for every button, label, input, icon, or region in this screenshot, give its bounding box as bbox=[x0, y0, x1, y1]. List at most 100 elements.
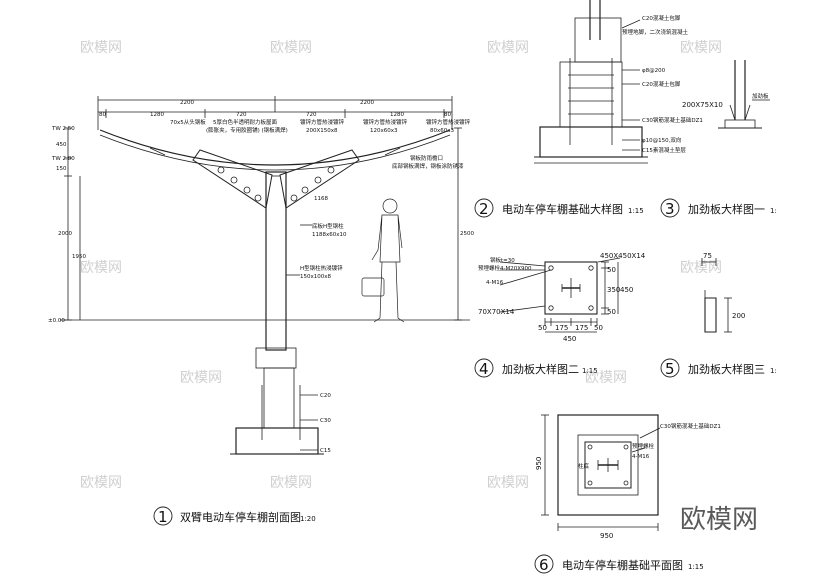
watermark: 欧模网 bbox=[487, 475, 529, 491]
drawing-number-badge bbox=[660, 358, 680, 378]
note: 底板H型钢柱 bbox=[312, 222, 344, 230]
watermark-large: 欧模网 bbox=[680, 505, 758, 535]
plate1-drawing bbox=[718, 60, 770, 129]
note: 200X150x8 bbox=[306, 128, 338, 134]
vert-dim: 2500 bbox=[460, 231, 474, 237]
watermark: 欧模网 bbox=[80, 475, 122, 491]
watermark-layer: 欧模网 欧模网 欧模网 欧模网 欧模网 欧模网 欧模网 欧模网 欧模网 欧模网 … bbox=[80, 40, 758, 535]
dim-label: 50 bbox=[594, 324, 603, 332]
plan-labels: C30钢筋混凝土基础DZ1 预埋螺栓 4-M16 柱底 950 950 6 电动… bbox=[534, 422, 721, 574]
dim-label: 450 bbox=[620, 286, 633, 294]
note: 5厚白色半透明耐力板屋面 bbox=[213, 118, 278, 126]
note: C20 bbox=[320, 393, 331, 399]
watermark: 欧模网 bbox=[80, 260, 122, 276]
drawing-number-badge bbox=[474, 358, 494, 378]
drawing-scale: 1:15 bbox=[628, 207, 644, 215]
drawing-number: 2 bbox=[479, 200, 489, 218]
watermark: 欧模网 bbox=[487, 40, 529, 56]
drawing-number-badge bbox=[153, 506, 173, 526]
level-label: ±0.00 bbox=[48, 318, 65, 324]
note: 钢板防雨檐口 bbox=[410, 154, 443, 162]
note: C15 bbox=[320, 448, 331, 454]
plate2-drawing bbox=[499, 257, 621, 333]
drawing-number: 3 bbox=[665, 200, 675, 218]
note: 150x100x8 bbox=[300, 274, 332, 280]
note: 预埋地脚，二次浇筑混凝土 bbox=[622, 28, 689, 36]
level-label: TW 2.50 bbox=[51, 126, 75, 132]
note: (膨胀夹，专用胶圈铺) (钢板满焊) bbox=[206, 126, 288, 134]
drawing-scale: 1:20 bbox=[300, 515, 316, 523]
dim-label: 1280 bbox=[150, 112, 164, 118]
dim-label: 50 bbox=[538, 324, 547, 332]
watermark: 欧模网 bbox=[180, 370, 222, 386]
dim-label: 950 bbox=[535, 457, 543, 470]
watermark: 欧模网 bbox=[680, 260, 722, 276]
dim-label: 50 bbox=[607, 308, 616, 316]
drawing-scale: 1: bbox=[770, 207, 777, 215]
dim-label: 1280 bbox=[390, 112, 404, 118]
section-drawing bbox=[60, 96, 470, 455]
plate3-labels: 75 200 5 加劲板大样图三 1: bbox=[660, 252, 777, 378]
drawing-title: 加劲板大样图三 bbox=[688, 362, 765, 376]
dim-label: 2200 bbox=[360, 100, 374, 106]
dim-label: 720 bbox=[306, 112, 317, 118]
note: 120x60x3 bbox=[370, 128, 398, 134]
dim-label: 80 bbox=[99, 112, 106, 118]
drawing-number: 4 bbox=[479, 360, 489, 378]
drawing-title: 双臂电动车停车棚剖面图 bbox=[180, 510, 301, 524]
note: 柱底 bbox=[578, 462, 590, 470]
level-label: TW 2.80 bbox=[51, 156, 75, 162]
drawing-scale: 1:15 bbox=[582, 367, 598, 375]
note: 80x60x3 bbox=[430, 128, 455, 134]
watermark: 欧模网 bbox=[270, 40, 312, 56]
note: C15素混凝土垫层 bbox=[642, 146, 686, 154]
note: 底部钢板满焊，钢板涂防锈漆 bbox=[392, 162, 464, 170]
dim-label: 200 bbox=[732, 312, 745, 320]
section-labels: 2200 2200 80 1280 720 720 1280 80 TW 2.5… bbox=[48, 100, 474, 526]
foundation-drawing bbox=[534, 0, 648, 164]
drawing-number: 6 bbox=[539, 556, 549, 574]
vert-dim: 2000 bbox=[58, 231, 72, 237]
drawing-number-badge bbox=[474, 198, 494, 218]
plan-drawing bbox=[541, 414, 661, 531]
dim-label: 720 bbox=[236, 112, 247, 118]
dim-label: 175 bbox=[575, 324, 588, 332]
note: 镀锌方管热浸镀锌 bbox=[426, 118, 471, 126]
vert-dim: 150 bbox=[56, 166, 67, 172]
note: φ10@150,双向 bbox=[642, 136, 681, 144]
note: H型钢柱热浸镀锌 bbox=[300, 264, 343, 272]
note: 钢板t=30 bbox=[490, 256, 515, 264]
drawing-number: 5 bbox=[665, 360, 675, 378]
note: C30钢筋混凝土基础DZ1 bbox=[660, 422, 721, 430]
drawing-title: 加劲板大样图二 bbox=[502, 362, 579, 376]
dim-label: 450 bbox=[563, 335, 576, 343]
note: 镀锌方管热浸镀锌 bbox=[300, 118, 345, 126]
note: 200X75X10 bbox=[682, 101, 723, 109]
note: C30 bbox=[320, 418, 331, 424]
note: 预埋螺栓4-M20X900 bbox=[478, 264, 532, 272]
note: 预埋螺栓 bbox=[632, 442, 655, 450]
dim-label: 50 bbox=[607, 266, 616, 274]
drawing-title: 加劲板大样图一 bbox=[688, 202, 765, 216]
note: 4-M16 bbox=[486, 280, 504, 286]
note: C20混凝土包脚 bbox=[642, 80, 681, 88]
dim-label: 350 bbox=[607, 286, 620, 294]
note: 镀锌方管热浸镀锌 bbox=[363, 118, 408, 126]
drawing-number: 1 bbox=[158, 508, 168, 526]
plate2-labels: 钢板t=30 预埋螺栓4-M20X900 4-M16 70X70X14 450X… bbox=[474, 252, 646, 378]
drawing-number-badge bbox=[534, 554, 554, 574]
plate3-drawing bbox=[701, 258, 732, 333]
drawing-title: 电动车停车棚基础平面图 bbox=[562, 558, 683, 572]
dim-label: 80 bbox=[444, 112, 451, 118]
note: 4-M16 bbox=[632, 454, 650, 460]
dim-label: 2200 bbox=[180, 100, 194, 106]
note: φ8@200 bbox=[642, 68, 666, 74]
drawing-title: 电动车停车棚基础大样图 bbox=[502, 202, 623, 216]
vert-dim: 1950 bbox=[72, 254, 86, 260]
note: 70x5从头钢板 bbox=[170, 118, 206, 126]
drawing-scale: 1:15 bbox=[688, 563, 704, 571]
note: 70X70X14 bbox=[478, 308, 515, 316]
dim-label: 175 bbox=[555, 324, 568, 332]
plate1-labels: 加劲板 200X75X10 3 加劲板大样图一 1: bbox=[660, 92, 777, 218]
